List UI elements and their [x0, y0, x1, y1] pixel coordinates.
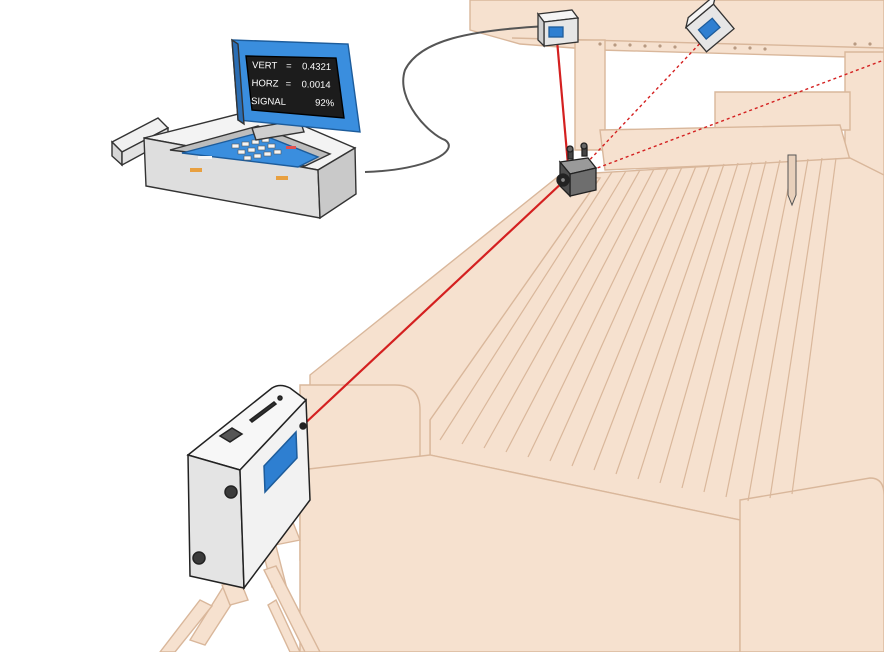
reflector-cube-icon — [684, 0, 735, 53]
keypad-keys — [231, 137, 282, 161]
bed-slats — [439, 157, 837, 502]
gantry-beam — [469, 0, 884, 59]
main-beam — [299, 179, 566, 429]
signal-value: 92% — [315, 98, 335, 110]
horz-label: HORZ — [251, 78, 278, 90]
signal-label: SIGNAL — [251, 96, 286, 108]
laser-beams — [299, 37, 884, 429]
vertical-beam — [555, 39, 570, 166]
front-right-block — [739, 477, 884, 652]
signal-cable — [364, 25, 549, 173]
horz-equals: = — [285, 79, 291, 90]
vert-value: 0.4321 — [302, 61, 331, 73]
laser-transmitter-icon — [186, 384, 311, 591]
readout-text: VERT = 0.4321 HORZ = 0.0014 SIGNAL 92% — [251, 60, 335, 110]
cnc-machine — [299, 0, 884, 652]
readout-screen — [245, 55, 345, 119]
horz-value: 0.0014 — [301, 79, 330, 91]
readout-display-unit — [110, 38, 361, 220]
target-receiver-icon — [536, 9, 580, 48]
gantry-rivets — [598, 42, 872, 51]
vert-equals: = — [286, 61, 292, 72]
transmitter-screen — [263, 430, 298, 494]
status-led — [286, 146, 296, 149]
spindle-tool — [787, 154, 797, 207]
beam-splitter-prism-icon — [556, 142, 598, 198]
vert-label: VERT — [252, 60, 278, 72]
dotted-beam-2 — [591, 59, 884, 171]
